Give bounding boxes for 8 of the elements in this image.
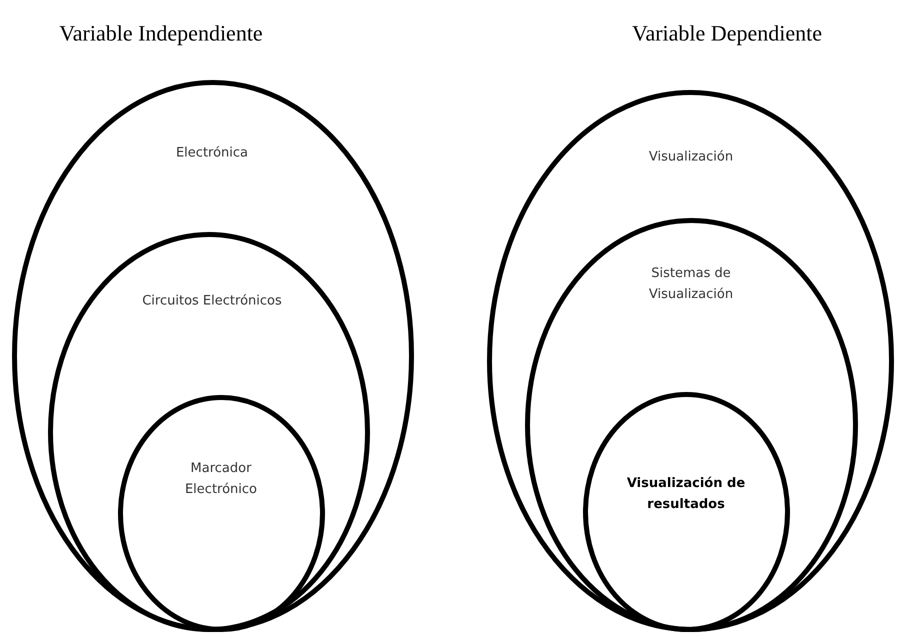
node-label: Sistemas de Visualización (648, 265, 734, 304)
node-label: Visualización de resultados (626, 475, 746, 514)
node-label: Electrónica (174, 144, 250, 163)
node-label: Visualización (648, 148, 734, 167)
node-label: Circuitos Electrónicos (141, 292, 283, 311)
group-heading: Variable Dependiente (632, 19, 822, 48)
node-label: Marcador Electrónico (184, 460, 258, 499)
group-heading: Variable Independiente (59, 19, 263, 48)
